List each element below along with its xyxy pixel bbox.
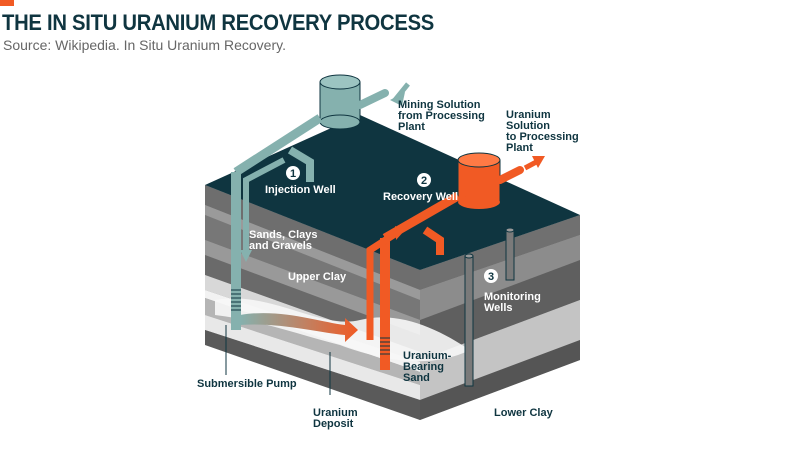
submersible-pump-label: Submersible Pump — [197, 378, 297, 390]
flow-arrow-icon — [240, 313, 358, 342]
uranium-solution-label: Uranium Solution to Processing Plant — [506, 109, 582, 154]
monitoring-wells-label: Monitoring Wells — [484, 291, 544, 314]
upper-clay-label: Upper Clay — [288, 271, 347, 283]
step-badge-2: 2 — [417, 173, 431, 187]
accent-bar — [0, 0, 14, 6]
injection-well-label: Injection Well — [265, 184, 336, 196]
step-number: 2 — [421, 175, 427, 187]
step-number: 3 — [488, 271, 494, 283]
uranium-bearing-label: Uranium- Bearing Sand — [403, 350, 454, 384]
sands-clays-label: Sands, Clays and Gravels — [249, 229, 321, 252]
right-face — [420, 215, 580, 420]
lower-clay-label: Lower Clay — [494, 407, 554, 419]
step-badge-1: 1 — [286, 166, 300, 180]
injection-well — [231, 74, 410, 330]
step-badge-3: 3 — [484, 269, 498, 283]
mining-solution-label: Mining Solution from Processing Plant — [398, 99, 488, 133]
monitoring-wells — [464, 227, 515, 387]
source-caption: Source: Wikipedia. In Situ Uranium Recov… — [3, 37, 286, 53]
uranium-deposit-label: Uranium Deposit — [313, 407, 361, 430]
step-number: 1 — [290, 168, 296, 180]
outflow-arrow-icon — [532, 156, 545, 168]
page-title: THE IN SITU URANIUM RECOVERY PROCESS — [2, 10, 435, 35]
recovery-well-label: Recovery Well — [383, 191, 458, 203]
recovery-well — [366, 152, 545, 370]
